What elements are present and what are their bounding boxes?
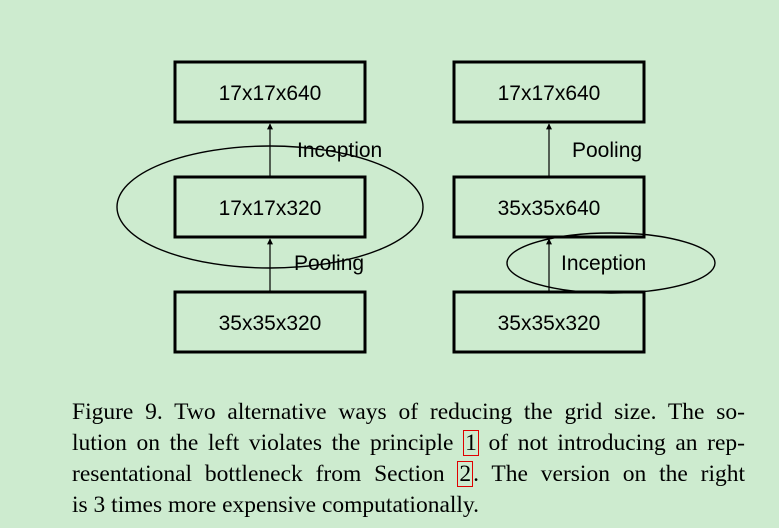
caption-line-1: Figure 9. Two alternative ways of reduci… — [72, 399, 745, 425]
left-top-box — [173, 60, 367, 124]
left-inception-ellipse — [116, 145, 424, 269]
right-lower-op-label: Inception — [561, 252, 646, 275]
caption-line-2-start: lution on the left violates the principl… — [72, 430, 464, 456]
left-bottom-box-label: 35x35x320 — [219, 312, 322, 335]
right-upper-op-label: Pooling — [572, 139, 642, 162]
left-upper-op-label: Inception — [297, 139, 382, 162]
right-pipeline: 17x17x640 35x35x640 35x35x320 Pooling In… — [452, 60, 716, 354]
right-top-box-label: 17x17x640 — [498, 82, 601, 105]
principle-reference-link[interactable]: 1 — [463, 430, 479, 456]
left-lower-op-label: Pooling — [294, 252, 364, 275]
caption-line-2: lution on the left violates the principl… — [72, 428, 745, 459]
diagram: 17x17x640 17x17x320 35x35x320 Inception … — [116, 60, 716, 354]
left-top-box-label: 17x17x640 — [219, 82, 322, 105]
left-middle-box-label: 17x17x320 — [219, 197, 322, 220]
figure-caption: Figure 9. Two alternative ways of reduci… — [72, 397, 745, 521]
caption-line-3-end: . The version on the right — [473, 461, 745, 487]
caption-line-3: resentational bottleneck from Section 2.… — [72, 459, 745, 490]
caption-line-3-start: resentational bottleneck from Section — [72, 461, 458, 487]
right-bottom-box-label: 35x35x320 — [498, 312, 601, 335]
right-inception-ellipse — [506, 232, 716, 294]
right-top-box — [452, 60, 646, 124]
section-reference-link[interactable]: 2 — [457, 461, 474, 487]
left-pipeline: 17x17x640 17x17x320 35x35x320 Inception … — [116, 60, 424, 354]
right-middle-box-label: 35x35x640 — [498, 197, 601, 220]
caption-line-2-end: of not introducing an rep- — [478, 430, 746, 456]
caption-line-4: is 3 times more expensive computationall… — [72, 492, 480, 518]
